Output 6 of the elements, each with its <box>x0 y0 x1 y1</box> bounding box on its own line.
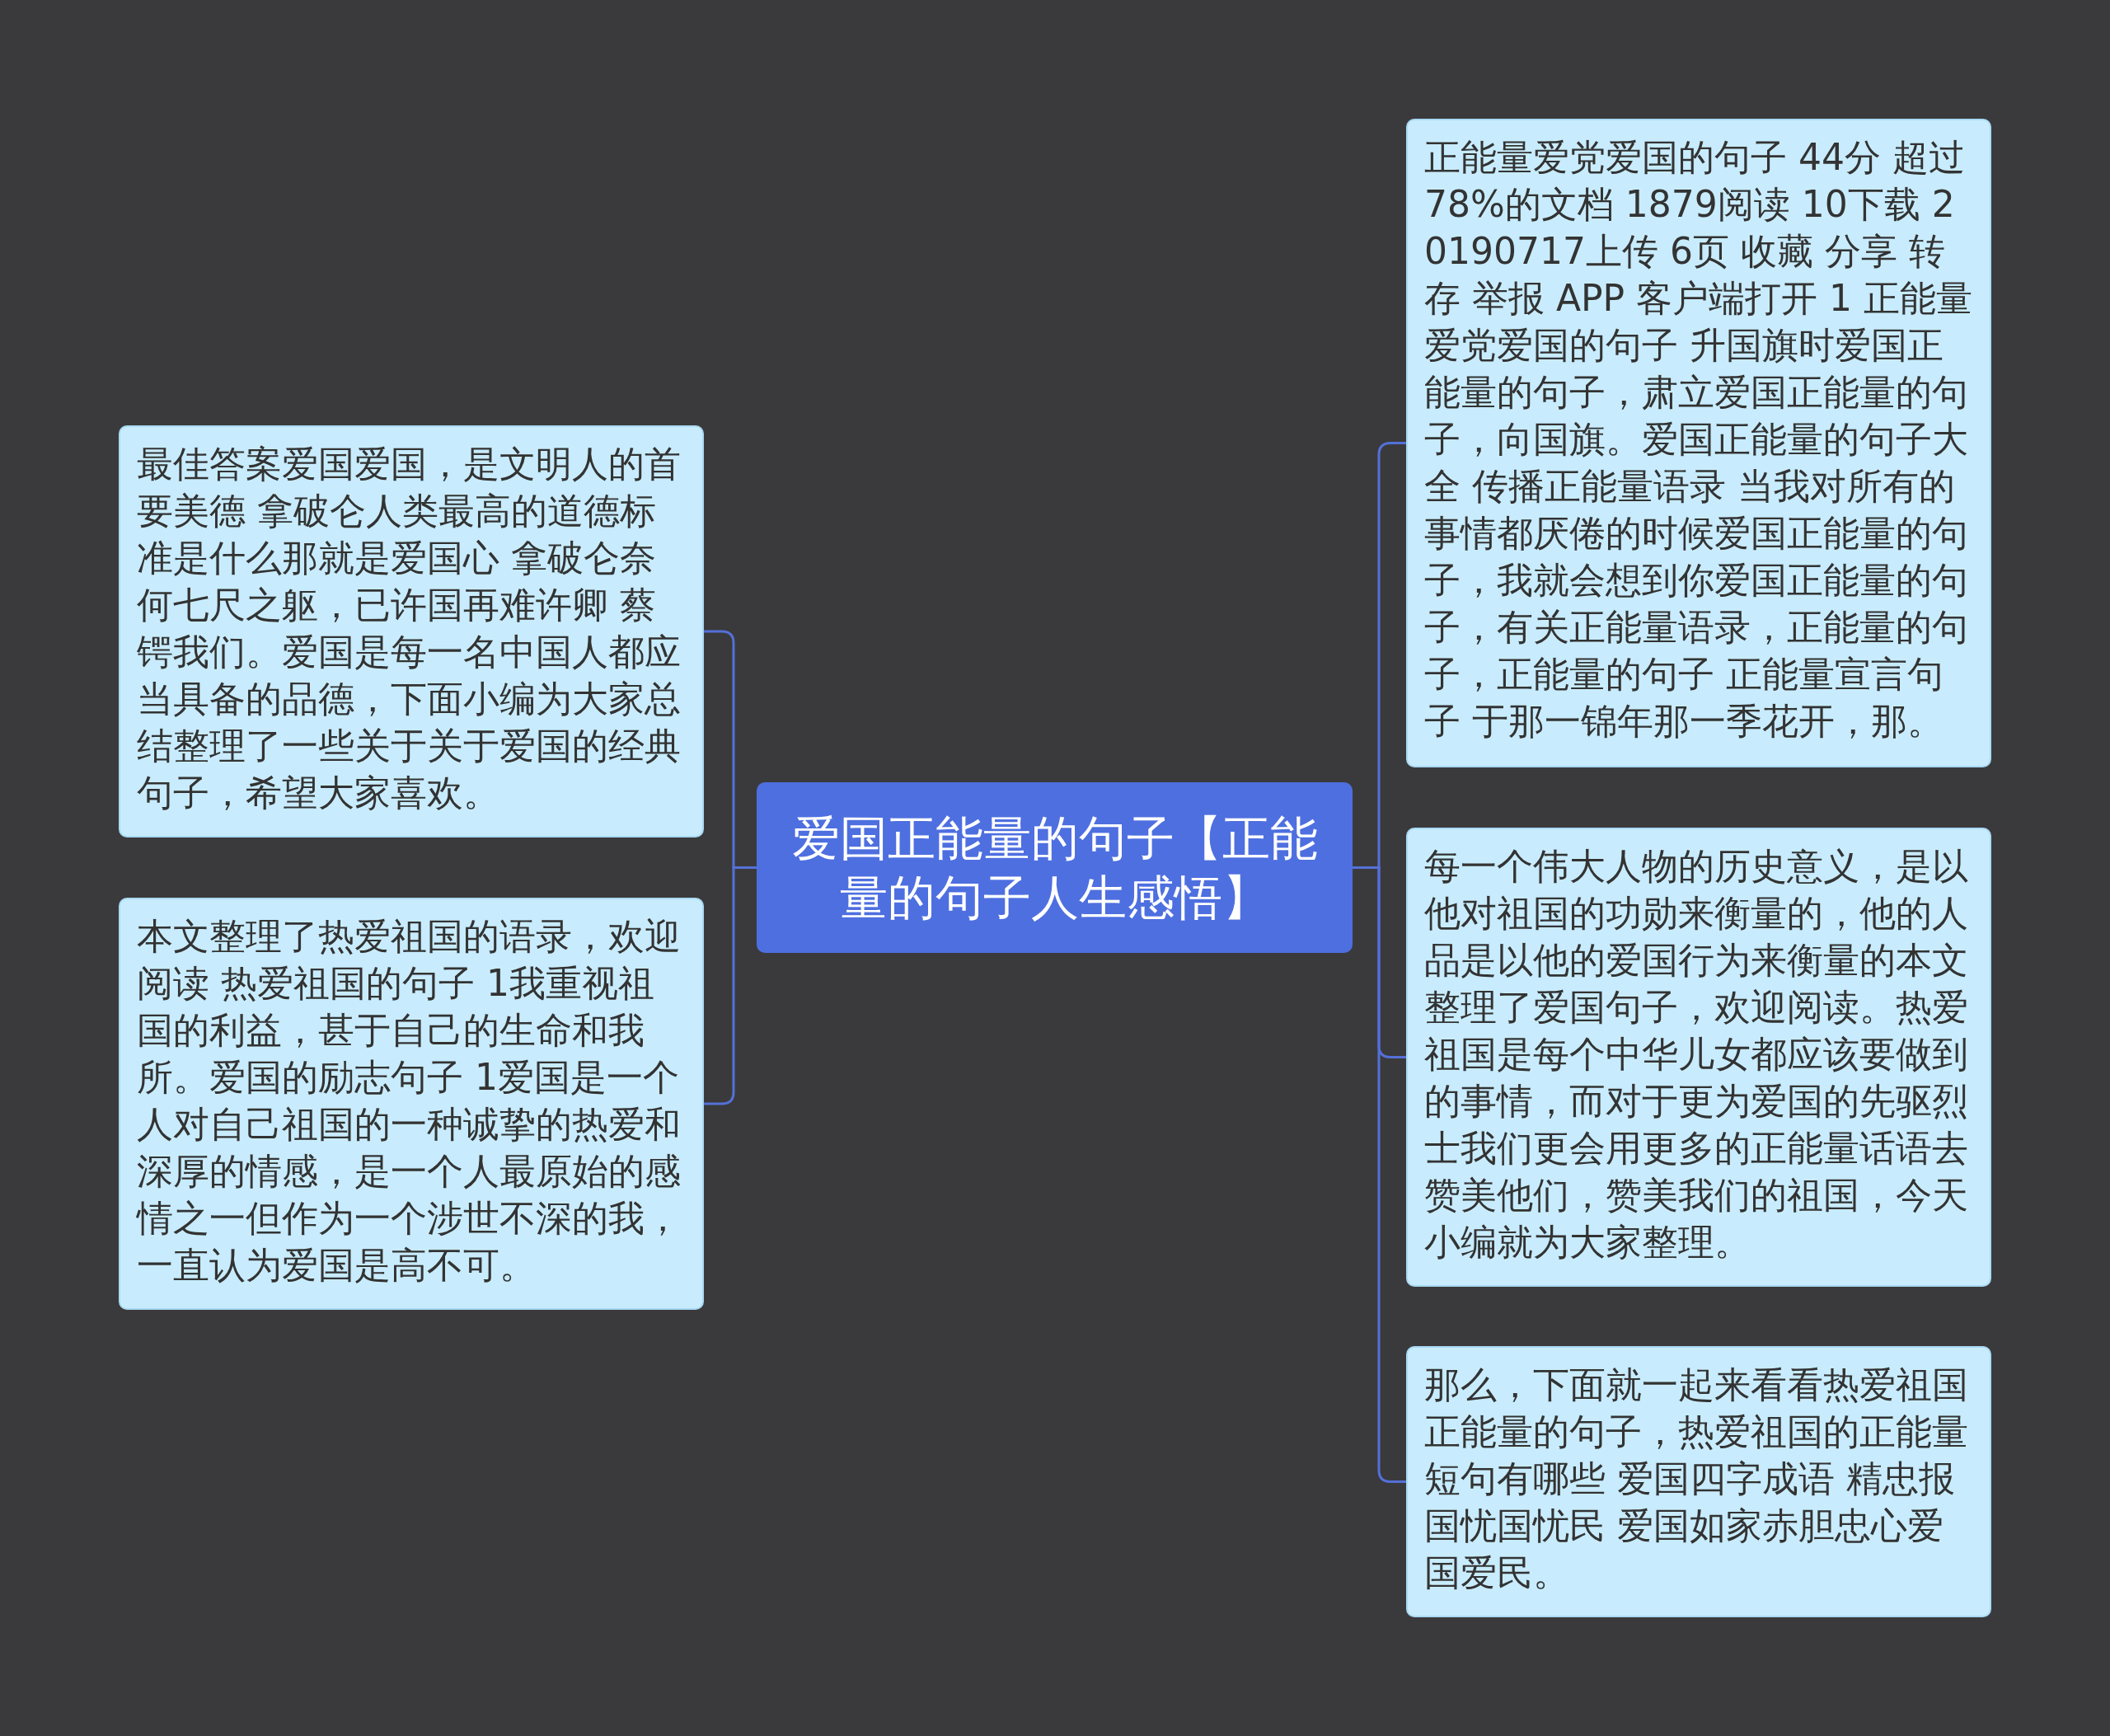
topic-box: 爱国正能量的句子【正能量的句子人生感悟】 <box>757 782 1353 953</box>
branch-box: 正能量爱党爱国的句子 44分 超过78%的文档 1879阅读 10下载 20190717上传 6页 收藏 分享 转存 举报 APP 客户端打开 1 正能量爱党爱国的句子 升国旗时爱国正能量的句子，肃立爱国正能量的句子，向国旗。爱国正能量的句子大全 传播正能量语录 当我对所有的事情都厌倦的时候爱国正能量的句子，我就会想到你爱国正能量的句子，有关正能量语录，正能量的句子，正能量的句子 正能量宣言句子 于那一锦年那一季花开，那。 <box>1406 119 1991 767</box>
branch-box: 每一个伟大人物的历史意义，是以他对祖国的功勋来衡量的，他的人品是以他的爱国行为来衡量的本文整理了爱国句子，欢迎阅读。热爱祖国是每个中华儿女都应该要做到的事情，而对于更为爱国的先驱烈士我们更会用更多的正能量话语去赞美他们，赞美我们的祖国，今天小编就为大家整理。 <box>1406 828 1991 1287</box>
branch-box: 本文整理了热爱祖国的语录，欢迎阅读 热爱祖国的句子 1我重视祖国的利益，甚于自己的生命和我所。爱国的励志句子 1爱国是一个人对自己祖国的一种诚挚的热爱和深厚的情感，是一个人最原始的感情之一但作为一个涉世不深的我，一直认为爱国是高不可。 <box>119 898 704 1310</box>
branch-box: 那么，下面就一起来看看热爱祖国正能量的句子，热爱祖国的正能量短句有哪些 爱国四字成语 精忠报国忧国忧民 爱国如家赤胆忠心爱国爱民。 <box>1406 1346 1991 1617</box>
branch-box: 最佳答案爱国爱国，是文明人的首要美德 拿破仑人类最高的道德标准是什么那就是爱国心 拿破仑奈何七尺之躯，已许国再难许卿 蔡锷我们。爱国是每一名中国人都应当具备的品德，下面小编为大家总结整理了一些关于关于爱国的经典句子，希望大家喜欢。 <box>119 425 704 838</box>
